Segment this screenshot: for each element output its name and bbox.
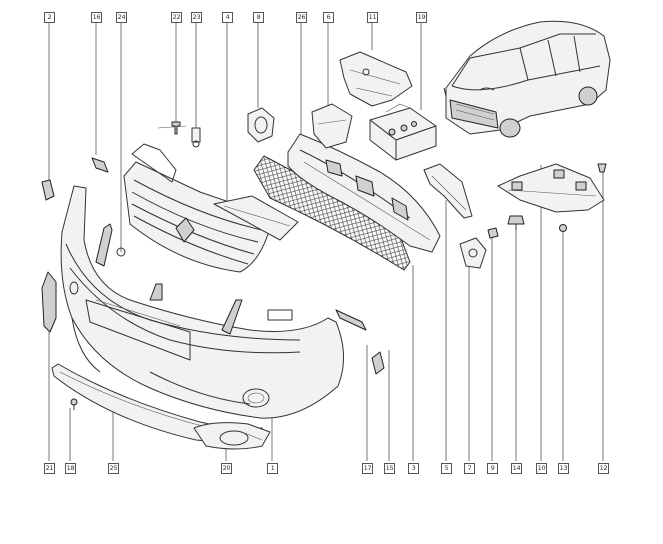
callout-11: 11 (367, 12, 378, 23)
callout-14: 14 (511, 463, 522, 474)
callout-16: 16 (91, 12, 102, 23)
vehicle-reference-view (443, 20, 611, 138)
callout-23: 23 (191, 12, 202, 23)
callout-13: 13 (558, 463, 569, 474)
callout-9: 9 (487, 463, 498, 474)
callout-5: 5 (441, 463, 452, 474)
callout-1: 1 (267, 463, 278, 474)
screw-part-18 (70, 398, 78, 410)
callout-22: 22 (171, 12, 182, 23)
clip-part-15 (335, 309, 367, 331)
bracket-part-6 (311, 103, 353, 149)
deflector-part-5 (423, 163, 473, 219)
callout-21: 21 (44, 463, 55, 474)
screw-part-12 (597, 163, 607, 173)
screw-part-22 (157, 121, 187, 135)
clip-part-17 (371, 351, 385, 375)
side-trim-strip (41, 271, 57, 333)
push-clip-part-14 (507, 215, 525, 230)
callout-18: 18 (65, 463, 76, 474)
callout-8: 8 (253, 12, 264, 23)
callout-25: 25 (108, 463, 119, 474)
callout-20: 20 (221, 463, 232, 474)
callout-3: 3 (408, 463, 419, 474)
bolt-part-23 (191, 127, 201, 148)
callout-17: 17 (362, 463, 373, 474)
front-bumper (60, 185, 345, 419)
bracket-part-7 (459, 237, 487, 269)
callout-26: 26 (296, 12, 307, 23)
clip-part-16 (91, 157, 109, 173)
callout-6: 6 (323, 12, 334, 23)
clip-part-2 (41, 179, 55, 201)
bracket-part-11 (339, 51, 413, 107)
upper-grille (123, 143, 299, 273)
callout-12: 12 (598, 463, 609, 474)
callout-2: 2 (44, 12, 55, 23)
grille-support-frame (287, 133, 441, 253)
fastener-kit-box (369, 103, 437, 161)
bracket-part-8 (247, 107, 275, 143)
bumper-center-brackets (149, 283, 293, 335)
callout-19: 19 (416, 12, 427, 23)
bumper-bracket-left (95, 223, 126, 267)
callout-4: 4 (222, 12, 233, 23)
callout-7: 7 (464, 463, 475, 474)
callout-10: 10 (536, 463, 547, 474)
callout-24: 24 (116, 12, 127, 23)
callout-15: 15 (384, 463, 395, 474)
clip-part-9 (487, 227, 499, 239)
engine-splash-shield (497, 163, 605, 213)
fog-light-bezel (193, 422, 271, 450)
screw-part-13 (559, 224, 567, 232)
leader-lines-bottom (48, 165, 604, 461)
leader-lines-top (48, 23, 422, 252)
